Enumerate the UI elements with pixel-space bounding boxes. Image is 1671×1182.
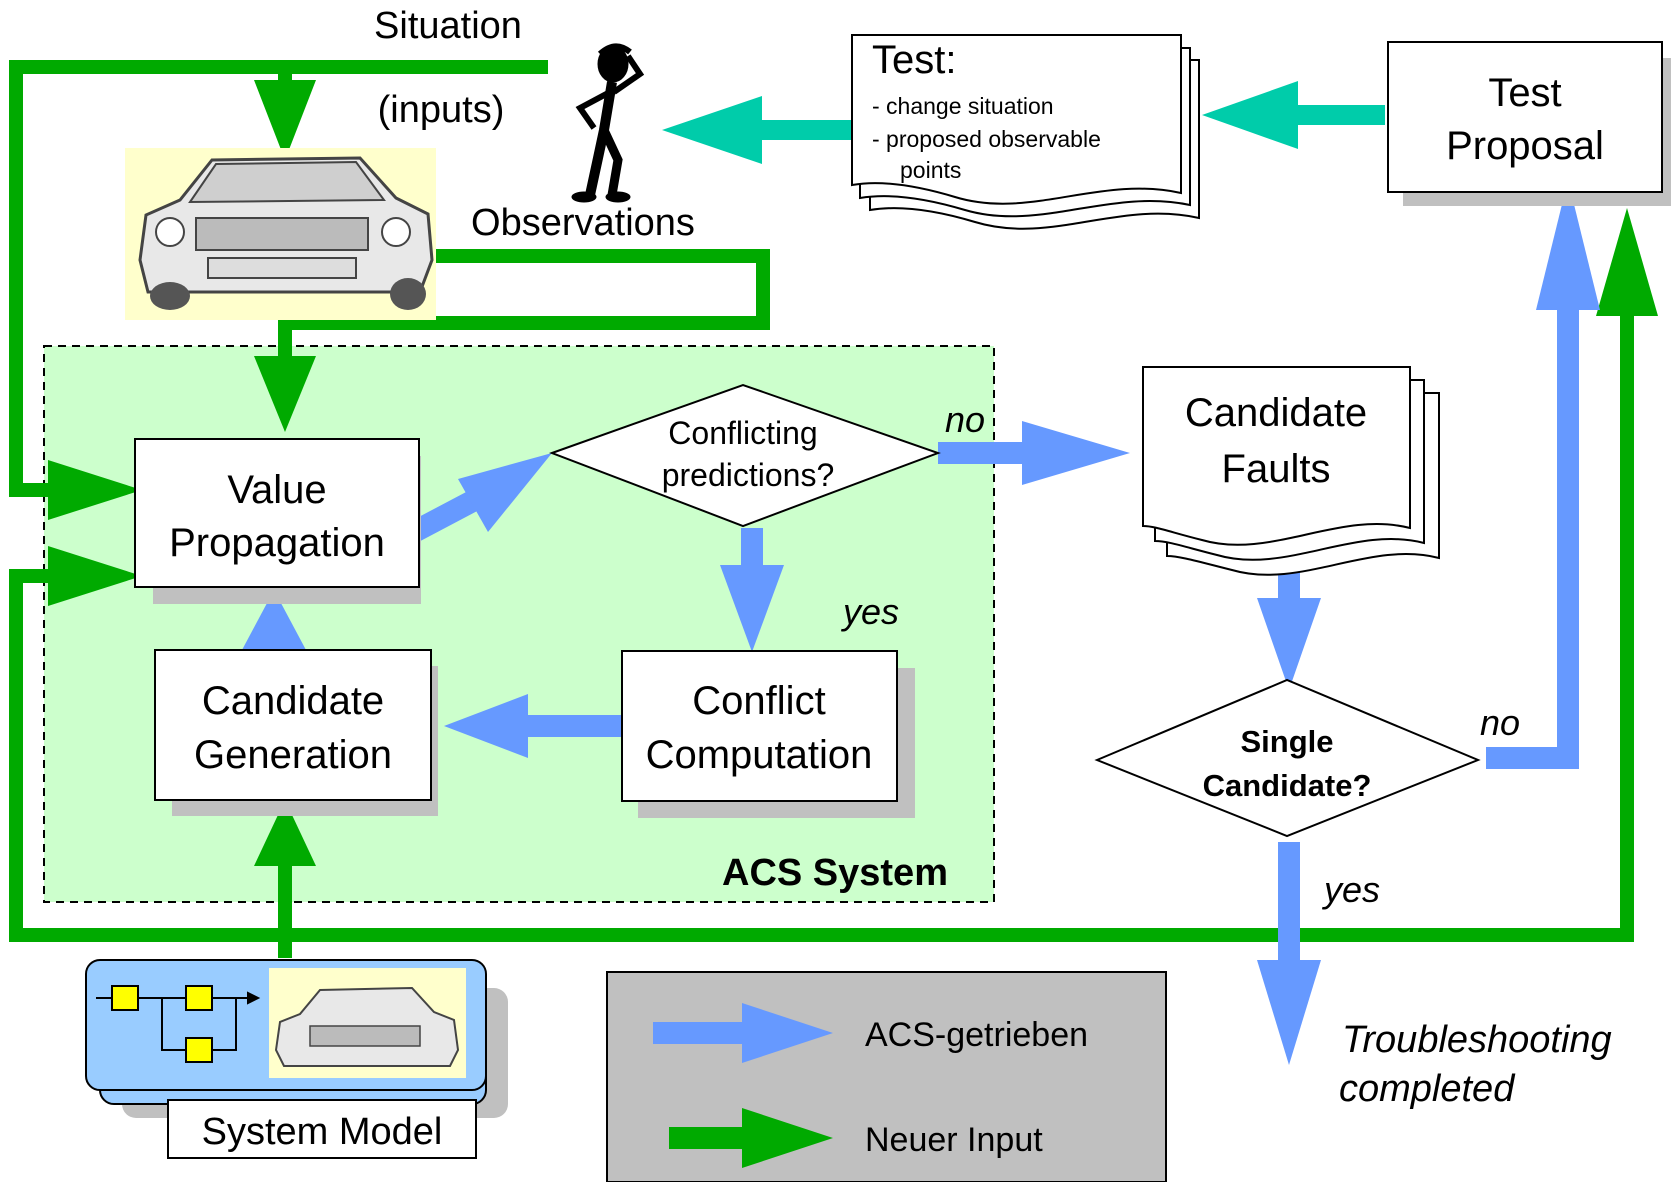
troubleshooting-line1: Troubleshooting bbox=[1342, 1019, 1612, 1061]
system-model-label: System Model bbox=[202, 1111, 443, 1153]
test-document-line2: - proposed observable bbox=[872, 126, 1101, 152]
situation-label: Situation bbox=[374, 5, 522, 47]
arrowhead-troubleshooting bbox=[1257, 960, 1321, 1065]
legend-acs-label: ACS-getrieben bbox=[865, 1016, 1088, 1054]
test-document: Test: - change situation - proposed obse… bbox=[851, 34, 1200, 230]
arrowhead-left-upper bbox=[48, 460, 142, 520]
acs-system-label: ACS System bbox=[722, 852, 948, 894]
arrowhead-left-lower bbox=[48, 546, 142, 606]
arrowhead-to-candidate-generation bbox=[444, 694, 528, 758]
test-proposal-box: Test Proposal bbox=[1387, 41, 1671, 206]
arrowhead-to-car bbox=[254, 80, 316, 160]
input-arrowheads bbox=[48, 80, 1658, 866]
candidate-faults-line1: Candidate bbox=[1185, 391, 1367, 435]
arrowhead-to-value-propagation-top bbox=[254, 356, 316, 432]
arrowhead-to-candidate-generation bbox=[254, 800, 316, 866]
arrowhead-to-test-proposal-blue bbox=[1536, 180, 1600, 310]
arrowhead-to-test-document bbox=[1202, 81, 1298, 149]
arrowhead-to-conflict-computation bbox=[720, 565, 784, 652]
arrowhead-to-conflicting-predictions bbox=[458, 453, 552, 532]
conflicting-predictions-diamond: Conflicting predictions? bbox=[549, 383, 941, 528]
legend-input-arrowhead bbox=[742, 1108, 833, 1168]
candidate-generation-box: Candidate Generation bbox=[154, 649, 438, 816]
observations-label: Observations bbox=[471, 202, 695, 244]
single-candidate-line1: Single bbox=[1240, 724, 1333, 759]
conflict-computation-box: Conflict Computation bbox=[621, 650, 915, 818]
test-arrowheads bbox=[662, 81, 1298, 164]
arrowhead-to-observer bbox=[662, 96, 762, 164]
thinking-person-icon bbox=[571, 43, 645, 203]
candidate-faults-document: Candidate Faults bbox=[1142, 366, 1440, 576]
candidate-faults-line2: Faults bbox=[1222, 447, 1331, 491]
value-propagation-box: Value Propagation bbox=[134, 438, 421, 604]
legend: ACS-getrieben Neuer Input bbox=[606, 971, 1167, 1182]
test-proposal-line2: Proposal bbox=[1446, 124, 1604, 168]
arrowhead-to-test-proposal-green bbox=[1596, 208, 1658, 316]
conflicting-predictions-line2: predictions? bbox=[662, 457, 835, 493]
arrowhead-to-value-propagation bbox=[242, 590, 306, 650]
value-propagation-line1: Value bbox=[227, 468, 326, 512]
no-label-single: no bbox=[1480, 702, 1520, 743]
yes-label-single: yes bbox=[1321, 869, 1380, 910]
candidate-generation-line2: Generation bbox=[194, 733, 392, 777]
system-model-icon bbox=[85, 959, 508, 1118]
legend-input-label: Neuer Input bbox=[865, 1121, 1043, 1159]
conflict-computation-line1: Conflict bbox=[692, 679, 825, 723]
test-document-line3: points bbox=[900, 157, 961, 183]
inputs-label: (inputs) bbox=[378, 89, 505, 131]
test-proposal-line1: Test bbox=[1488, 71, 1561, 115]
single-candidate-diamond: Single Candidate? bbox=[1094, 678, 1481, 838]
single-candidate-line2: Candidate? bbox=[1203, 768, 1372, 803]
car-icon bbox=[125, 148, 436, 320]
conflicting-predictions-line1: Conflicting bbox=[668, 415, 817, 451]
troubleshooting-line2: completed bbox=[1339, 1068, 1516, 1110]
acs-arrowheads bbox=[242, 180, 1600, 1065]
conflict-computation-line2: Computation bbox=[646, 733, 873, 777]
arrowhead-to-single-candidate bbox=[1257, 598, 1321, 690]
test-document-title: Test: bbox=[872, 38, 956, 82]
arrowhead-to-candidate-faults bbox=[1022, 421, 1130, 485]
value-propagation-line2: Propagation bbox=[169, 521, 385, 565]
candidate-generation-line1: Candidate bbox=[202, 679, 384, 723]
system-model-label-box bbox=[167, 1099, 477, 1159]
yes-label-conflicting: yes bbox=[840, 591, 899, 632]
test-document-line1: - change situation bbox=[872, 93, 1054, 119]
block-diagram-icon bbox=[96, 985, 261, 1063]
no-label-conflicting: no bbox=[945, 399, 985, 440]
legend-acs-arrowhead bbox=[742, 1003, 833, 1063]
